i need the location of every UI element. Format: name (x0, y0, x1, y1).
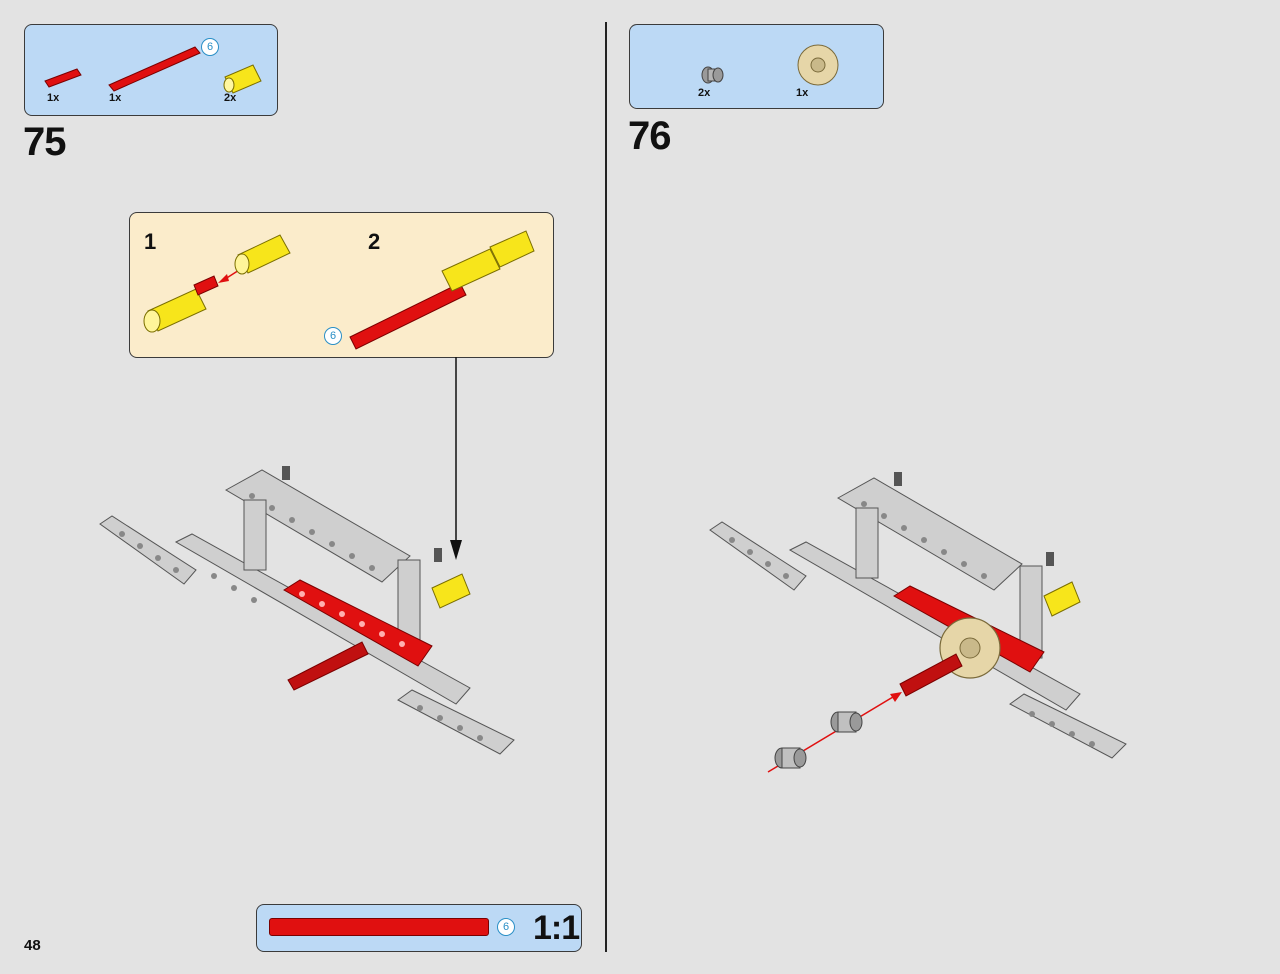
part-qty: 1x (47, 92, 60, 104)
gray-beam-front (397, 689, 515, 755)
step75-model-drawing (99, 357, 515, 755)
yellow-connector (1043, 581, 1081, 617)
tan-gear (939, 617, 1001, 679)
length-badge: 6 (201, 38, 219, 56)
page-divider (605, 22, 607, 952)
red-axle (899, 653, 963, 697)
red-axle-long-icon (108, 46, 201, 92)
substep-number: 2 (368, 229, 381, 254)
gray-beam-left (99, 515, 197, 585)
pin (894, 472, 902, 486)
scale-axle-bar (269, 918, 489, 936)
gray-beam-left (709, 521, 807, 591)
red-axle (287, 641, 369, 691)
yellow-connector-loose (234, 234, 291, 275)
gray-beam-back (224, 469, 411, 583)
length-badge: 6 (497, 918, 515, 936)
page-number: 48 (24, 937, 41, 954)
insert-arrow (767, 692, 902, 773)
yellow-connector (431, 573, 471, 609)
beam-holes (119, 493, 483, 741)
step75-parts-drawings (44, 46, 262, 94)
pin (434, 548, 442, 562)
part-qty: 2x (698, 87, 711, 99)
placement-arrow (450, 357, 462, 560)
beam-holes (729, 501, 1095, 747)
gray-beam-middle (788, 541, 1081, 711)
pin (1046, 552, 1054, 566)
red-beam-holes (299, 591, 405, 647)
callout-drawings (143, 230, 535, 350)
gray-beam-middle (174, 533, 471, 705)
gray-upright (855, 507, 879, 579)
bush-icon (701, 66, 724, 84)
step75-sub-assembly-callout: 1 2 6 (129, 212, 554, 358)
yellow-connector-icon (223, 64, 262, 94)
tan-gear-icon (797, 44, 839, 86)
step75-parts-list: 1x 1x 2x 6 (24, 24, 278, 116)
bush (774, 747, 807, 769)
step76-parts-drawings (701, 44, 839, 86)
part-qty: 1x (796, 87, 809, 99)
red-axle-short-icon (44, 68, 82, 88)
long-axle-with-connectors (349, 230, 535, 350)
gray-upright (243, 499, 267, 571)
bush (830, 711, 863, 733)
substep-number: 1 (144, 229, 157, 254)
gray-upright (1019, 565, 1043, 659)
step-number: 75 (23, 120, 66, 164)
gray-beam-back (836, 477, 1023, 591)
step76-parts-list: 2x 1x (629, 24, 884, 109)
scale-ruler-box: 6 1:1 (256, 904, 582, 952)
part-qty: 1x (109, 92, 122, 104)
gray-beam-front (1009, 693, 1127, 759)
step-number: 76 (628, 114, 671, 158)
yellow-connector-assembled (143, 275, 219, 333)
red-beam (893, 585, 1045, 673)
length-badge: 6 (324, 327, 342, 345)
pin (282, 466, 290, 480)
scale-ratio: 1:1 (533, 909, 580, 947)
part-qty: 2x (224, 92, 237, 104)
